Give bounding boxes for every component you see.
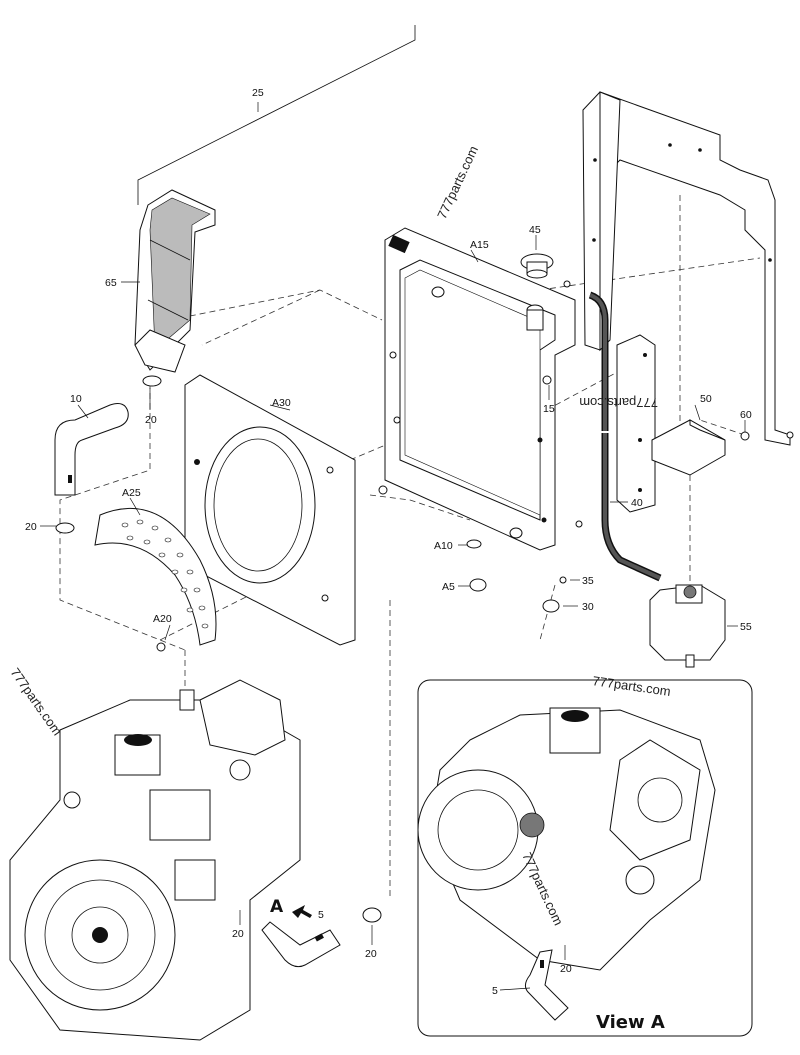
callout-A5: A5 [442, 581, 455, 593]
callout-30: 30 [582, 601, 594, 613]
callout-5-left: 5 [318, 909, 324, 921]
callout-5-view-a: 5 [492, 985, 498, 997]
view-a-arrow [292, 905, 312, 918]
callout-65: 65 [105, 277, 117, 289]
fan-shroud-A30 [184, 374, 356, 646]
shroud-cover-65 [134, 189, 216, 373]
radiator-cap-45 [520, 253, 554, 279]
callout-25: 25 [252, 87, 264, 99]
bolts [156, 280, 750, 652]
callout-20-c: 20 [232, 928, 244, 940]
group-25-bracket [137, 25, 416, 205]
callout-A30: A30 [272, 397, 291, 409]
callout-A25: A25 [122, 487, 141, 499]
callout-45: 45 [529, 224, 541, 236]
view-a-panel [417, 679, 753, 1037]
callout-A15: A15 [470, 239, 489, 251]
watermark-1: 777parts.com [434, 144, 481, 222]
callout-40: 40 [631, 497, 643, 509]
tray-50 [651, 419, 726, 476]
view-a-arrow-letter: A [270, 897, 284, 917]
hose-5-left [261, 921, 341, 968]
radiator-frame [582, 91, 794, 446]
fan-guard-A25 [94, 507, 217, 646]
view-a-title: View A [596, 1012, 665, 1033]
leader-lines [40, 235, 746, 991]
callout-35: 35 [582, 575, 594, 587]
callout-A10: A10 [434, 540, 453, 552]
overflow-hose-40 [588, 291, 662, 582]
hose-10 [54, 403, 129, 496]
reservoir-55 [649, 584, 726, 668]
callout-A20: A20 [153, 613, 172, 625]
callout-10: 10 [70, 393, 82, 405]
callout-50: 50 [700, 393, 712, 405]
watermark-3: 777parts.com [8, 665, 65, 738]
callout-20-e: 20 [560, 963, 572, 975]
radiator-A15 [384, 227, 576, 551]
callout-20-b: 20 [25, 521, 37, 533]
callout-60: 60 [740, 409, 752, 421]
watermark-2: 777parts.com [579, 395, 658, 410]
engine-main [9, 679, 301, 1041]
watermark-4: 777parts.com [592, 673, 672, 699]
callout-55: 55 [740, 621, 752, 633]
callout-20-d: 20 [365, 948, 377, 960]
callout-15: 15 [543, 403, 555, 415]
callout-20-a: 20 [145, 414, 157, 426]
reservoir-bracket [616, 334, 656, 513]
